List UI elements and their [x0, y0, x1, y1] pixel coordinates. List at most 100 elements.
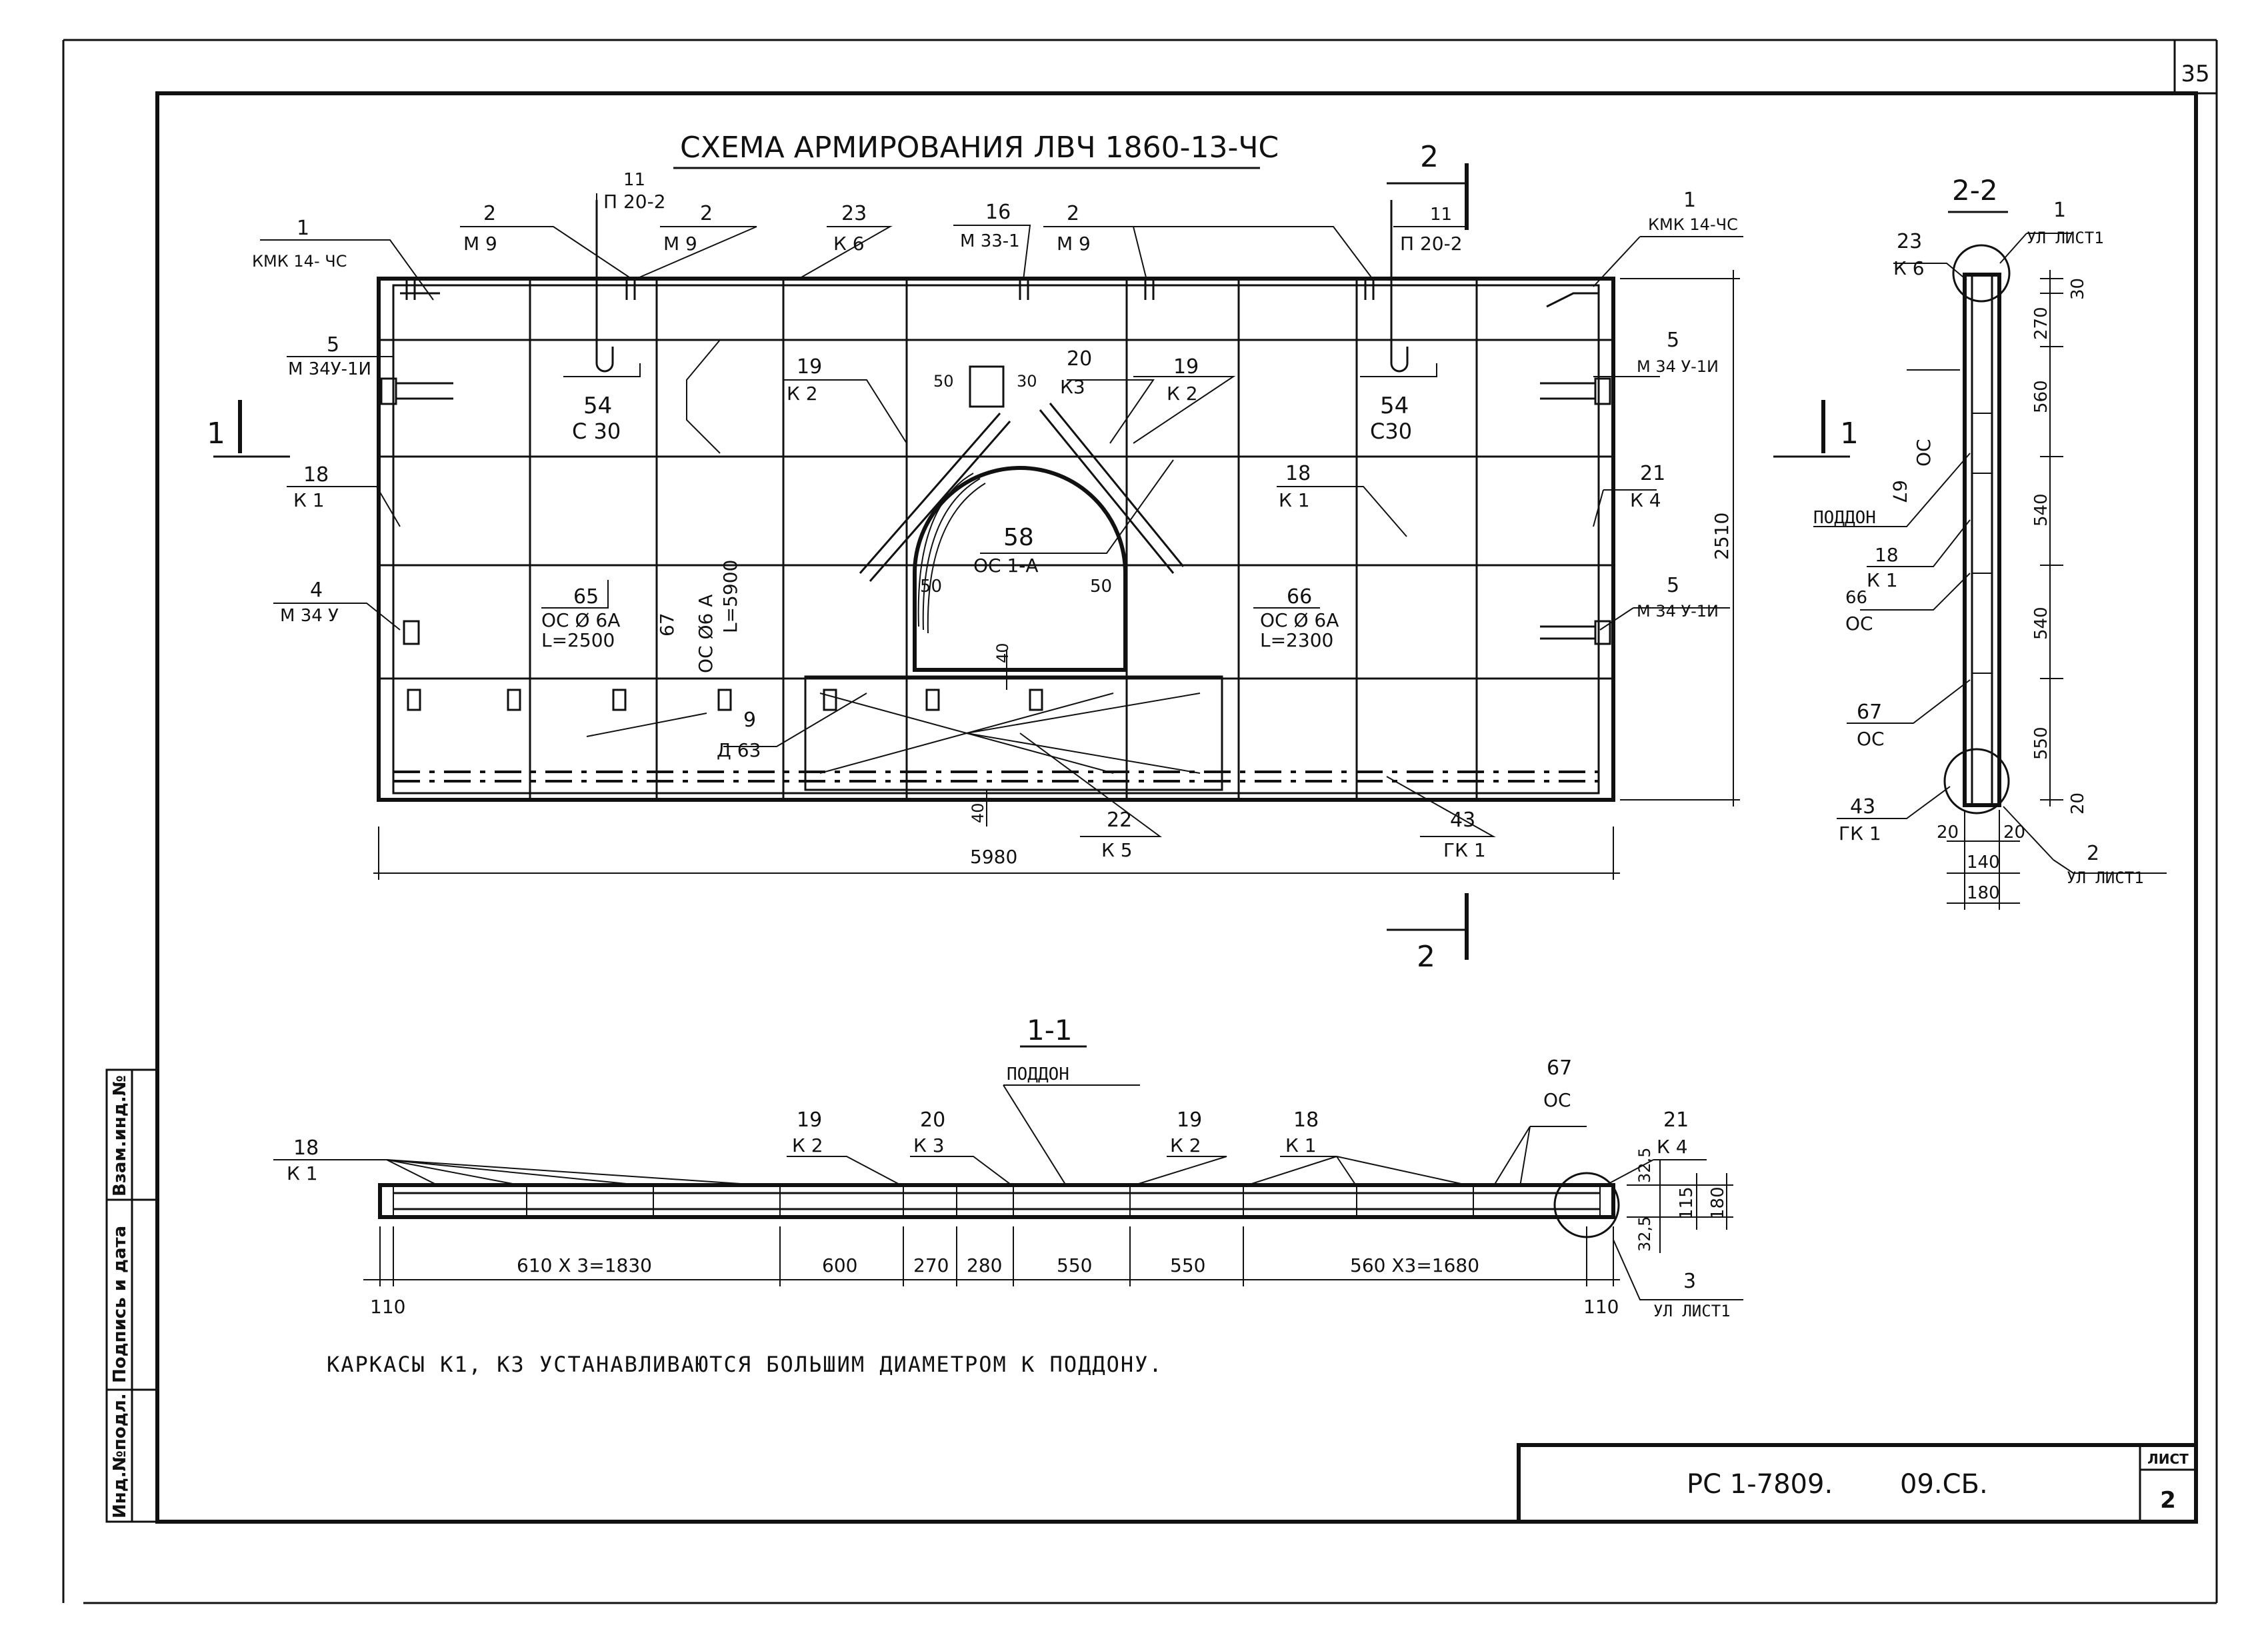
callout-kmk-left-number: 1 [297, 217, 309, 240]
s11-oc67-number: 67 [1547, 1056, 1572, 1080]
s11-dim-270: 270 [913, 1254, 949, 1276]
callout-p20-right-number: 11 [1430, 205, 1452, 225]
callout-gk1-label: ГК 1 [1443, 839, 1486, 861]
section-2-2-title: 2-2 [1952, 174, 1998, 207]
s11-k2a-number: 19 [797, 1108, 822, 1132]
s22-dim-540a: 540 [2031, 493, 2051, 527]
callout-p20-right-label: П 20-2 [1400, 233, 1463, 255]
s11-dim-1680: 560 Х3=1680 [1350, 1254, 1479, 1276]
s22-dim-270: 270 [2031, 307, 2051, 340]
s11-k4-label: К 4 [1657, 1136, 1688, 1158]
s22-k6-label: К 6 [1893, 257, 1925, 279]
s11-k1a-number: 18 [293, 1136, 319, 1160]
dim-40-bottom: 40 [969, 803, 987, 823]
drawing-title: СХЕМА АРМИРОВАНИЯ ЛВЧ 1860-13-ЧС [680, 131, 1279, 165]
callout-k2-right-number: 19 [1173, 355, 1199, 379]
callout-oc66-number: 66 [1287, 585, 1312, 609]
s22-poddon-label: ПОДДОН [1813, 508, 1876, 528]
sheet-index: 2 [2160, 1487, 2176, 1514]
callout-oc66-length: L=2300 [1260, 629, 1333, 651]
sheet-frame [62, 39, 2218, 1604]
s11-k2b-number: 19 [1177, 1108, 1202, 1132]
dim-50-arch-left: 50 [920, 577, 942, 597]
callout-m33-label: М 33-1 [960, 231, 1020, 251]
s22-dim-550: 550 [2031, 727, 2051, 760]
callout-c30-left-label: С 30 [572, 419, 621, 444]
callout-k4-number: 21 [1640, 462, 1665, 485]
section-mark-2-top: 2 [1420, 140, 1439, 174]
dim-50-left: 50 [933, 372, 954, 391]
callout-d63-number: 9 [743, 709, 756, 732]
callout-k1-left-label: К 1 [293, 489, 325, 511]
stamp-field-signature-date: Подпись и дата [110, 1226, 130, 1383]
s22-oc67-label: ОС [1913, 439, 1935, 467]
callout-p20-left-number: 11 [623, 170, 645, 190]
callout-kmk-left-label: КМК 14- ЧС [252, 252, 347, 271]
s22-dim-540b: 540 [2031, 607, 2051, 640]
s22-gk1-label: ГК 1 [1839, 822, 1881, 844]
callout-m34u1-left-label: М 34У-1И [288, 359, 371, 379]
callout-oc1a-number: 58 [1003, 524, 1034, 551]
s22-width-20-right: 20 [2003, 822, 2025, 842]
s22-oc67b-number: 67 [1857, 701, 1882, 724]
s22-oc66-label: ОС [1845, 613, 1873, 635]
callout-m34u1-right-number: 5 [1667, 329, 1679, 352]
s11-k1b-number: 18 [1293, 1108, 1319, 1132]
plan-section-marks [213, 163, 1850, 960]
s11-dim-115: 115 [1677, 1186, 1697, 1220]
s11-poddon-label: ПОДДОН [1007, 1064, 1069, 1084]
plan-dimensions [373, 270, 1740, 880]
s11-dim-32-5-top: 32,5 [1635, 1148, 1654, 1183]
dim-overall-height: 2510 [1711, 513, 1733, 560]
s22-k6-number: 23 [1897, 230, 1922, 253]
callout-kmk-right-label: КМК 14-ЧС [1648, 215, 1738, 234]
section-mark-1-left: 1 [207, 417, 225, 451]
callout-k3-label: К3 [1060, 376, 1085, 398]
s11-k2b-label: К 2 [1170, 1134, 1201, 1156]
callout-kmk-right-number: 1 [1683, 189, 1696, 212]
s11-k3-number: 20 [920, 1108, 945, 1132]
s11-dim-110-left: 110 [370, 1296, 405, 1318]
callout-k5-label: К 5 [1101, 839, 1133, 861]
plan-leaders [260, 193, 1743, 837]
section-mark-1-right: 1 [1840, 417, 1859, 451]
s22-gk1-number: 43 [1850, 795, 1875, 818]
side-stamp [105, 1068, 159, 1523]
s22-dim-560: 560 [2031, 380, 2051, 413]
s22-top-label: УЛ ЛИСТ1 [2027, 229, 2104, 247]
s11-dim-550-right: 550 [1170, 1254, 1205, 1276]
callout-k1-right-label: К 1 [1279, 489, 1310, 511]
callout-k4-label: К 4 [1630, 489, 1661, 511]
s11-k1a-label: К 1 [287, 1162, 318, 1184]
s22-top-number: 1 [2053, 199, 2066, 222]
s11-dim-32-5-bottom: 32,5 [1635, 1216, 1654, 1252]
callout-m9-a-label: М 9 [463, 233, 497, 255]
s11-dim-600: 600 [822, 1254, 857, 1276]
s11-ul-number: 3 [1683, 1270, 1696, 1293]
callout-k2-left-number: 19 [797, 355, 822, 379]
s11-dim-280: 280 [967, 1254, 1002, 1276]
section-mark-2-bottom: 2 [1417, 940, 1435, 974]
section-1-1 [273, 1045, 1743, 1300]
s11-k3-label: К 3 [913, 1134, 945, 1156]
s22-dim-20: 20 [2068, 793, 2088, 814]
plan-view [377, 200, 1615, 802]
callout-m34u1-right-label: М 34 У-1И [1637, 357, 1719, 376]
stamp-field-replace-index: Взам.инд.№ [110, 1075, 130, 1196]
callout-m34u1-right2-number: 5 [1667, 574, 1679, 597]
dim-overall-width: 5980 [970, 846, 1017, 868]
callout-oc66-label: ОС Ø 6А [1260, 609, 1339, 631]
s22-oc67-number: 67 [1889, 480, 1911, 504]
callout-m34u-label: М 34 У [280, 606, 339, 626]
callout-k2-left-label: К 2 [787, 383, 818, 405]
callout-m9-b-label: М 9 [663, 233, 697, 255]
section-1-1-title: 1-1 [1027, 1014, 1073, 1046]
callout-m9-a-number: 2 [483, 202, 496, 225]
s11-dim-1830: 610 Х 3=1830 [517, 1254, 652, 1276]
section-2-2 [1813, 211, 2167, 910]
s22-oc67b-label: ОС [1857, 728, 1885, 750]
s22-dim-30: 30 [2068, 278, 2088, 300]
s22-k1-label: К 1 [1867, 569, 1898, 591]
stamp-field-original-index: Инд.№подл. [110, 1393, 130, 1518]
